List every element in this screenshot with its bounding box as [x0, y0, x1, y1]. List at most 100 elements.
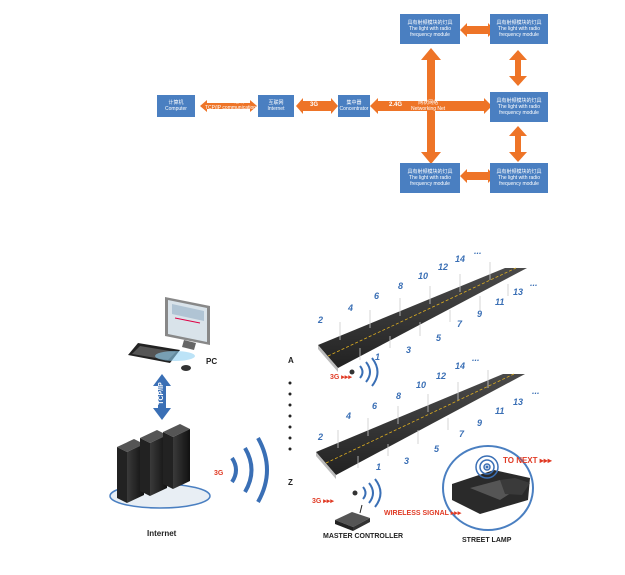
- num-z-12: 12: [436, 371, 446, 381]
- g3-a-text: 3G: [330, 374, 340, 381]
- network-diagram-arrows: [200, 23, 527, 183]
- server-icon-middle: [140, 430, 167, 496]
- tcpip-vertical-label: TCP/IP: [157, 382, 165, 405]
- num-z-more: ...: [472, 353, 480, 363]
- label-a: A: [288, 356, 294, 365]
- label-3g-z: 3G ▸▸▸: [312, 498, 334, 505]
- light-cn: 具有射频模块的灯具: [496, 169, 542, 175]
- light-cn: 具有射频模块的灯具: [496, 98, 542, 104]
- light-en2: frequency module: [410, 32, 450, 38]
- box-concentrator: 集中器 Concentrator: [338, 95, 370, 117]
- internet-en: Internet: [267, 106, 285, 112]
- num-z-11: 11: [495, 406, 504, 416]
- num-z-13: 13: [513, 397, 523, 407]
- wireless-signal-text: WIRELESS SIGNAL: [384, 510, 449, 517]
- num-a-5: 5: [436, 333, 442, 343]
- arrow-vertical-network: [421, 48, 441, 164]
- master-controller-icon: [335, 504, 370, 531]
- arrow-top-lights: [460, 23, 495, 37]
- street-lamp-label: STREET LAMP: [462, 537, 512, 544]
- num-a-6: 6: [374, 291, 380, 301]
- num-z-6: 6: [372, 401, 378, 411]
- master-controller-label: MASTER CONTROLLER: [323, 533, 404, 540]
- num-z-5: 5: [434, 444, 440, 454]
- box-light-top-right: 具有射频模块的灯具 The light with radio frequency…: [490, 14, 548, 44]
- num-a-3: 3: [406, 345, 411, 355]
- wireless-signal-label: WIRELESS SIGNAL ▸▸▸: [384, 510, 462, 517]
- light-en2: frequency module: [410, 181, 450, 187]
- network-label: 网状网络 Networking Net: [411, 100, 445, 112]
- label-z: Z: [288, 478, 293, 487]
- box-light-bottom-left: 具有射频模块的灯具 The light with radio frequency…: [400, 163, 460, 193]
- num-a-12: 12: [438, 262, 448, 272]
- num-a-more2: ...: [530, 278, 538, 288]
- light-en1: The light with radio: [409, 26, 451, 32]
- server-icon-right: [163, 424, 190, 489]
- num-a-8: 8: [398, 281, 403, 291]
- label-3g-left: 3G: [214, 470, 224, 477]
- num-a-7: 7: [457, 319, 463, 329]
- num-z-1: 1: [376, 462, 381, 472]
- light-en1: The light with radio: [409, 175, 451, 181]
- arrow-right-top: [509, 50, 527, 86]
- light-en2: frequency module: [499, 32, 539, 38]
- light-en2: frequency module: [499, 181, 539, 187]
- num-a-4: 4: [347, 303, 353, 313]
- internet-label: Internet: [147, 529, 177, 538]
- num-z-more2: ...: [532, 386, 540, 396]
- num-z-2: 2: [317, 432, 323, 442]
- light-en2: frequency module: [499, 110, 539, 116]
- num-a-2: 2: [317, 315, 323, 325]
- ellipsis-dots: [288, 381, 292, 451]
- concentrator-en: Concentrator: [339, 106, 369, 112]
- box-light-top-left: 具有射频模块的灯具 The light with radio frequency…: [400, 14, 460, 44]
- road-a-waves: [359, 357, 379, 387]
- num-z-7: 7: [459, 429, 465, 439]
- to-next-text: TO NEXT: [503, 456, 538, 465]
- box-light-middle-right: 具有射频模块的灯具 The light with radio frequency…: [490, 92, 548, 122]
- server-icon-left: [117, 439, 144, 503]
- to-next-label: TO NEXT ▸▸▸: [503, 456, 552, 465]
- g3-z-text: 3G: [312, 498, 322, 505]
- num-z-10: 10: [416, 380, 426, 390]
- pc-monitor-icon: [165, 297, 210, 350]
- num-a-14: 14: [455, 254, 465, 264]
- num-a-13: 13: [513, 287, 523, 297]
- light-cn: 具有射频模块的灯具: [496, 20, 542, 26]
- tcpip-label: TCP/IP 通讯 TCP/IP communication: [205, 99, 256, 111]
- mouse-icon: [181, 365, 191, 371]
- computer-en: Computer: [165, 106, 187, 112]
- label-3g-top: 3G: [310, 102, 319, 108]
- num-z-9: 9: [477, 418, 482, 428]
- num-z-8: 8: [396, 391, 401, 401]
- road-z: [316, 370, 525, 479]
- street-lamp-zoom: [442, 445, 534, 531]
- internet-cn: 互联网: [268, 100, 284, 106]
- light-en1: The light with radio: [498, 175, 540, 181]
- pc-label: PC: [206, 357, 218, 366]
- keyboard-icon: [128, 343, 195, 363]
- num-z-4: 4: [345, 411, 351, 421]
- light-en1: The light with radio: [498, 26, 540, 32]
- tcpip-cn: TCP/IP 通讯: [216, 99, 245, 105]
- wireless-waves-left: [230, 437, 269, 503]
- tcpip-vertical-arrow: [153, 374, 171, 420]
- num-a-10: 10: [418, 271, 428, 281]
- arrow-computer-internet: [200, 100, 257, 112]
- computer-cn: 计算机: [168, 100, 184, 106]
- arrow-internet-concentrator: [296, 98, 338, 114]
- light-cn: 具有射频模块的灯具: [407, 169, 453, 175]
- num-a-1: 1: [375, 352, 380, 362]
- light-cn: 具有射频模块的灯具: [407, 20, 453, 26]
- num-z-14: 14: [455, 361, 465, 371]
- num-z-3: 3: [404, 456, 409, 466]
- num-a-11: 11: [495, 297, 504, 307]
- box-computer: 计算机 Computer: [157, 95, 195, 117]
- light-en1: The light with radio: [498, 104, 540, 110]
- arrow-right-bottom: [509, 126, 527, 162]
- arrow-bottom-lights: [460, 169, 495, 183]
- network-cn: 网状网络: [418, 100, 439, 106]
